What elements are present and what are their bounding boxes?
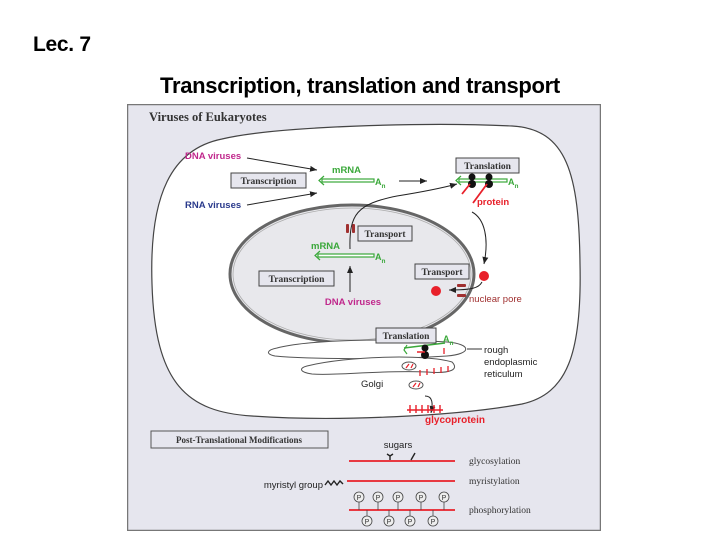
- svg-text:mRNA: mRNA: [311, 241, 340, 252]
- transcription-box-cyto: Transcription: [230, 172, 307, 189]
- svg-text:Translation: Translation: [464, 162, 512, 172]
- mrna-cyto: mRNA An: [318, 165, 386, 190]
- er-bound-mrna: An: [403, 334, 454, 359]
- rer-label-line1: rough: [484, 345, 508, 356]
- lecture-label: Lec. 7: [33, 33, 91, 56]
- svg-text:glycosylation: glycosylation: [469, 457, 520, 467]
- svg-text:P: P: [431, 519, 436, 526]
- svg-text:P: P: [376, 495, 381, 502]
- svg-text:Transport: Transport: [365, 230, 407, 240]
- membrane-glycoprotein: [407, 405, 443, 413]
- ptm-row-phosphorylation: P P P P P P P P P pho: [349, 491, 531, 527]
- transcription-box-nucleus: Transcription: [258, 270, 335, 287]
- svg-text:Transport: Transport: [422, 268, 464, 278]
- svg-text:An: An: [508, 177, 519, 190]
- myristyl-group-icon: [324, 479, 344, 487]
- ribosome: [468, 173, 476, 181]
- rough-er: [268, 339, 467, 360]
- ptm-row-glycosylation: glycosylation: [349, 452, 520, 467]
- sugars-label: sugars: [384, 440, 413, 451]
- rer-label-line2: endoplasmic: [484, 357, 538, 368]
- svg-text:An: An: [375, 252, 386, 265]
- svg-text:An: An: [443, 334, 454, 347]
- svg-text:P: P: [387, 519, 392, 526]
- rer-label-line3: reticulum: [484, 369, 523, 380]
- dna-viruses-label-cyto: DNA viruses: [185, 151, 241, 162]
- ribosome: [485, 173, 493, 181]
- mrna-nucleus: mRNA An: [311, 241, 386, 265]
- nuclear-pore-label: nuclear pore: [469, 294, 522, 305]
- svg-text:mRNA: mRNA: [332, 165, 361, 176]
- mrna-export-arrow: [349, 182, 458, 250]
- ptm-row-myristylation: myristyl group myristylation: [264, 477, 520, 491]
- ptm-heading-box: Post-Translational Modifications: [150, 430, 329, 449]
- transport-box-import: Transport: [414, 263, 470, 280]
- svg-text:Transcription: Transcription: [241, 177, 297, 187]
- protein-import-arrow: [471, 211, 489, 265]
- dna-viruses-label-nucleus: DNA viruses: [325, 297, 381, 308]
- vesicle: [408, 380, 424, 390]
- svg-text:P: P: [365, 519, 370, 526]
- viruses-figure: Viruses of Eukaryotes glycoprotein DNA v…: [126, 103, 602, 532]
- rna-viruses-label: RNA viruses: [185, 200, 241, 211]
- transport-box-export: Transport: [357, 225, 413, 242]
- phosphate-groups-bottom: P P P P: [361, 510, 439, 527]
- svg-text:An: An: [375, 177, 386, 190]
- svg-text:P: P: [357, 495, 362, 502]
- myristyl-group-label: myristyl group: [264, 480, 323, 491]
- svg-text:P: P: [408, 519, 413, 526]
- svg-text:Transcription: Transcription: [269, 275, 325, 285]
- svg-text:phosphorylation: phosphorylation: [469, 506, 531, 516]
- svg-text:P: P: [396, 495, 401, 502]
- svg-text:P: P: [442, 495, 447, 502]
- figure-heading: Viruses of Eukaryotes: [149, 110, 267, 124]
- phosphate-groups-top: P P P P P: [353, 491, 450, 510]
- svg-text:Post-Translational Modificatio: Post-Translational Modifications: [176, 435, 303, 445]
- protein-dot-nucleus: [431, 286, 441, 296]
- nuclear-pore-import: [457, 284, 466, 297]
- glycoprotein-label: glycoprotein: [425, 415, 485, 426]
- slide-title: Transcription, translation and transport: [160, 73, 560, 98]
- translation-box-er: Translation: [375, 327, 437, 344]
- nuclear-pore-export: [346, 224, 355, 233]
- svg-text:myristylation: myristylation: [469, 477, 520, 487]
- vesicle: [401, 361, 417, 371]
- svg-text:P: P: [419, 495, 424, 502]
- golgi-label: Golgi: [361, 379, 383, 390]
- translation-box-cyto: Translation: [455, 157, 520, 174]
- golgi-glycoprotein-spikes: [419, 366, 449, 376]
- protein-label: protein: [477, 197, 509, 208]
- protein-dot-cytoplasm: [479, 271, 489, 281]
- translating-mrna: An: [455, 173, 519, 204]
- svg-text:Translation: Translation: [383, 332, 431, 342]
- ribosome: [421, 344, 429, 352]
- import-arrow: [448, 281, 483, 293]
- secretion-arrow: [424, 395, 436, 414]
